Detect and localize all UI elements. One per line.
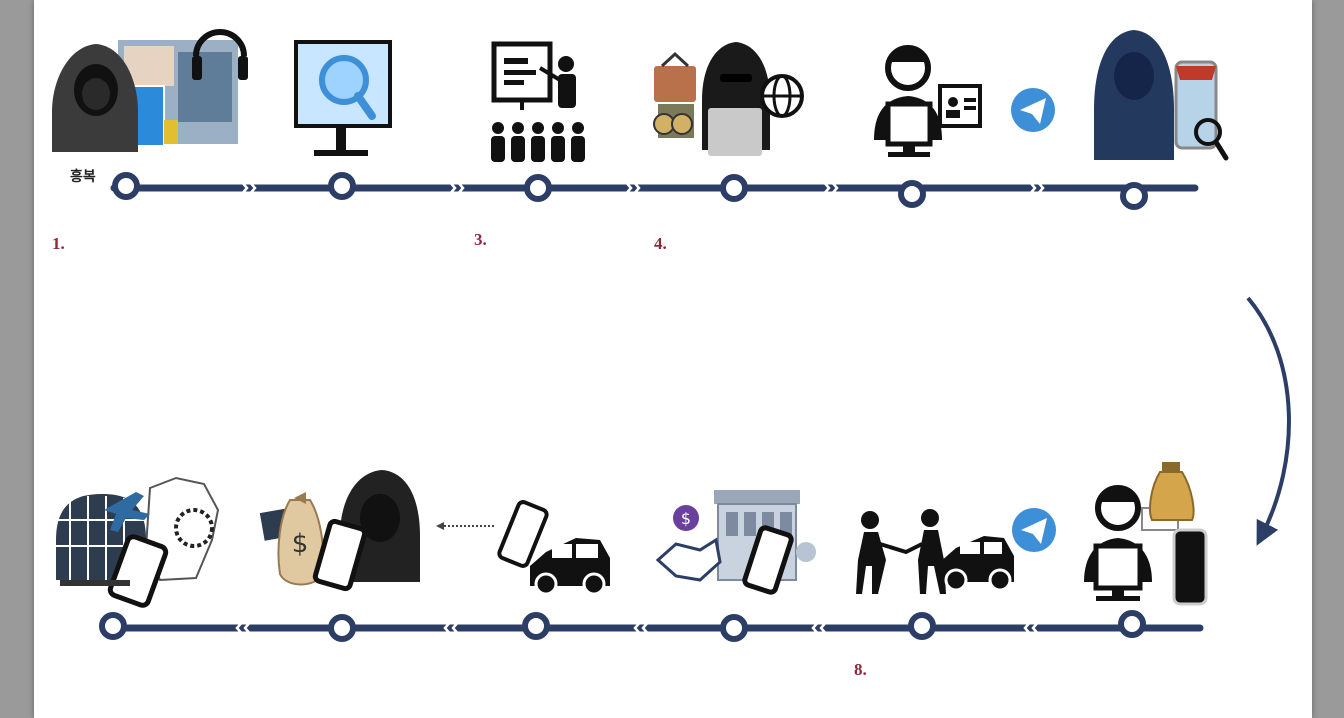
handover-car-icon — [856, 509, 1014, 594]
bottom-chevrons — [235, 619, 1041, 637]
cargo-plane-map-icon — [56, 476, 220, 608]
chevron-left-icon — [443, 619, 461, 637]
bank-handshake-icon: $ — [655, 490, 816, 595]
top-node-1 — [112, 172, 140, 200]
chevron-left-icon — [633, 619, 651, 637]
chevron-right-icon — [239, 179, 257, 197]
top-node-6 — [1120, 182, 1148, 210]
top-label-3: 3. — [474, 230, 487, 249]
phone-car-icon — [497, 500, 610, 596]
dotted-arrow-left-icon — [436, 522, 494, 530]
curved-arrow-icon — [1246, 296, 1291, 546]
timeline-diagram: $ $ — [52, 29, 1291, 642]
monitor-search-icon — [294, 40, 392, 156]
svg-text:$: $ — [292, 529, 309, 559]
top-label-1: 1. — [52, 234, 65, 253]
telegram-icon — [1011, 88, 1055, 132]
chevron-right-icon — [623, 179, 641, 197]
bottom-timeline — [99, 610, 1204, 642]
bottom-node-3 — [522, 612, 550, 640]
hooded-figure-phone-search-icon — [1094, 30, 1229, 161]
presentation-audience-icon — [491, 41, 585, 162]
chevron-right-icon — [821, 179, 839, 197]
bottom-node-6 — [1118, 610, 1146, 638]
diagram-canvas: 흥복 1. 3. 4. 8. — [34, 0, 1312, 718]
chevron-left-icon — [1023, 619, 1041, 637]
svg-text:$: $ — [681, 509, 691, 528]
bottom-node-5 — [908, 612, 936, 640]
top-label-4: 4. — [654, 234, 667, 253]
bottom-node-4 — [720, 614, 748, 642]
chevron-right-icon — [447, 179, 465, 197]
hacker-call-center-icon — [52, 29, 248, 152]
hacker-laptop-globe-icon — [653, 42, 804, 156]
chevron-right-icon — [1027, 179, 1045, 197]
top-node-2 — [328, 172, 356, 200]
bottom-label-8: 8. — [854, 660, 867, 679]
bottom-node-1 — [99, 612, 127, 640]
top-node-5 — [898, 180, 926, 208]
corner-text: 흥복 — [70, 169, 96, 185]
telegram-icon — [1012, 508, 1056, 552]
top-timeline — [110, 172, 1199, 210]
bottom-node-2 — [328, 614, 356, 642]
chevron-left-icon — [811, 619, 829, 637]
operator-id-card-icon — [874, 45, 982, 157]
top-node-3 — [524, 174, 552, 202]
top-node-4 — [720, 174, 748, 202]
operator-money-phone-icon — [1084, 462, 1208, 606]
top-chevrons — [239, 179, 1045, 197]
money-bag-hacker-icon: $ — [259, 470, 420, 592]
chevron-left-icon — [235, 619, 253, 637]
